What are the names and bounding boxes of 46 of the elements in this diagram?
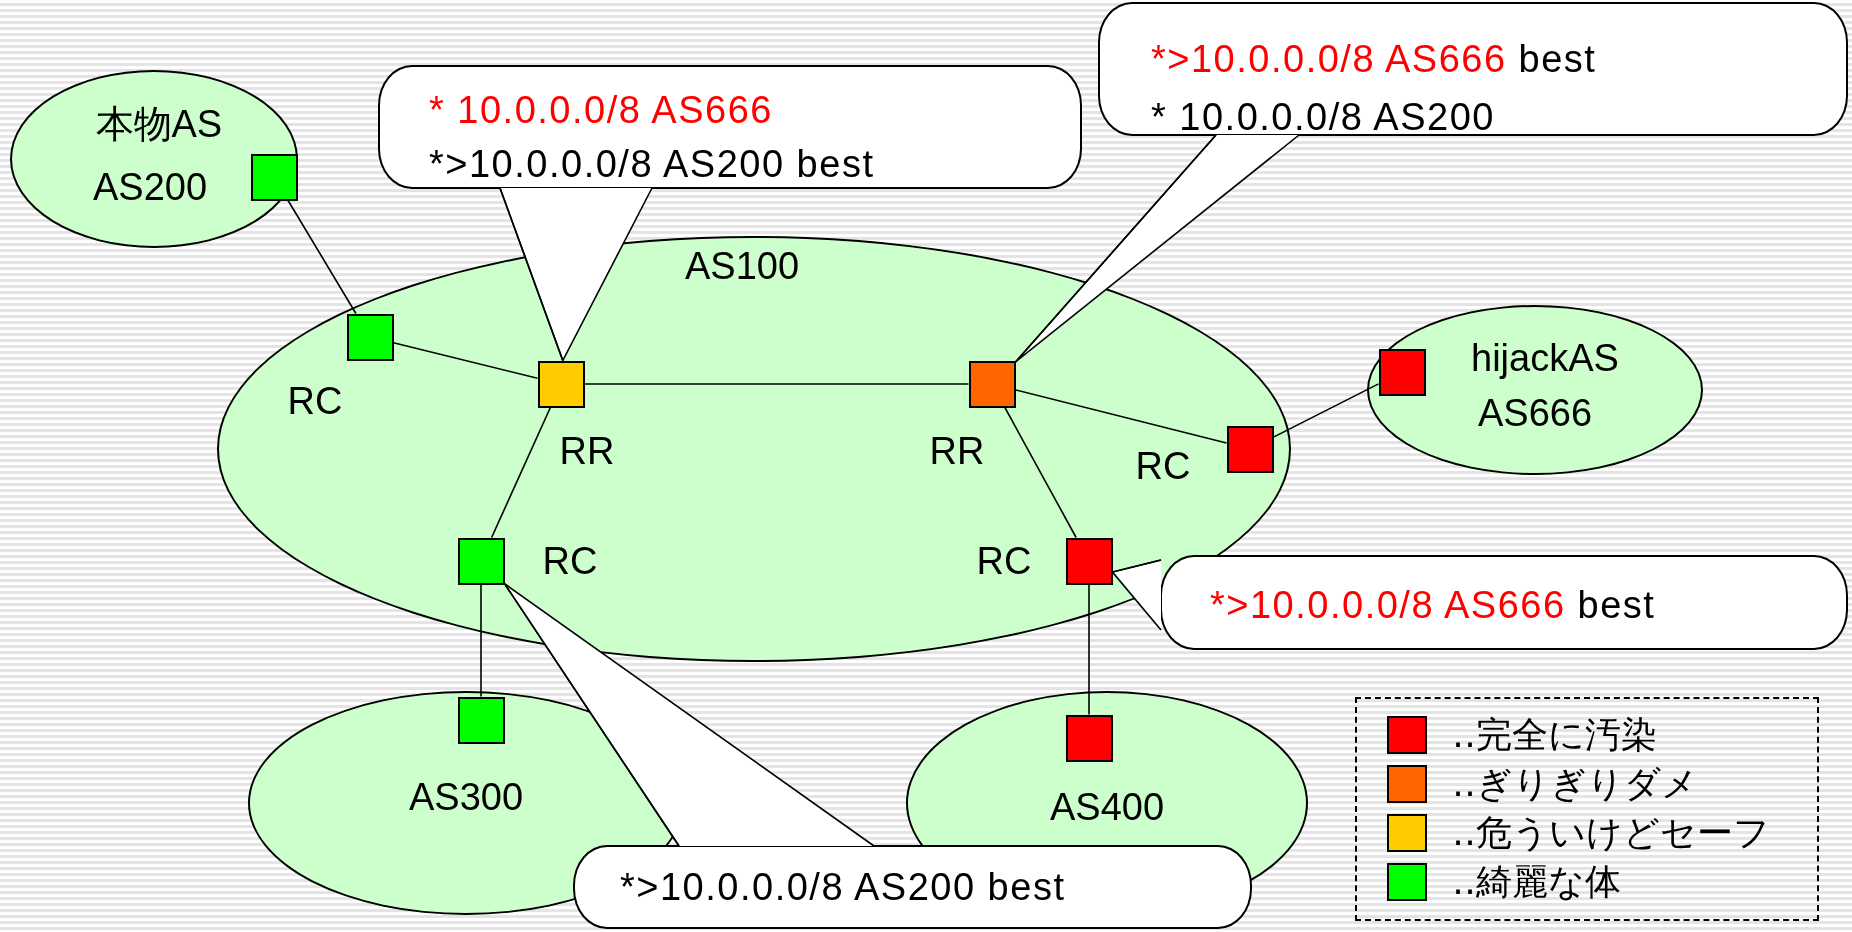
legend-label: ‥危ういけどセーフ: [1452, 815, 1771, 851]
router-square: [457, 696, 505, 744]
router-square: [250, 153, 298, 201]
link-line: [583, 383, 970, 385]
link-line: [1014, 389, 1228, 444]
router-square: [1065, 714, 1113, 762]
router-role-label: RC: [1135, 447, 1191, 485]
route-entry: *>10.0.0.0/8 AS200 best: [620, 868, 1066, 906]
legend-label: ‥ぎりぎりダメ: [1452, 766, 1699, 802]
best-marker: best: [1577, 586, 1656, 624]
route-entry: *>10.0.0.0/8 AS666: [1210, 586, 1566, 624]
network-name: AS100: [685, 247, 800, 285]
router-square: [537, 360, 585, 408]
route-entry: * 10.0.0.0/8 AS200: [1151, 98, 1495, 136]
router-role-label: RC: [976, 542, 1032, 580]
router-square: [346, 313, 394, 361]
route-entry: * 10.0.0.0/8 AS666: [429, 91, 773, 129]
router-square: [968, 360, 1016, 408]
router-role-label: RR: [929, 432, 985, 470]
network-name: AS400: [1050, 788, 1165, 826]
legend-label: ‥完全に汚染: [1452, 717, 1658, 753]
link-line: [1004, 406, 1077, 539]
link-line: [1272, 383, 1380, 438]
route-tooltip: [1098, 2, 1848, 136]
as-number: AS200: [93, 168, 208, 206]
router-square: [1065, 537, 1113, 585]
router-role-label: RC: [542, 542, 598, 580]
route-entry: *>10.0.0.0/8 AS200 best: [429, 145, 875, 183]
link-line: [392, 341, 539, 380]
router-role-label: RR: [559, 432, 615, 470]
legend-label: ‥綺麗な体: [1452, 864, 1622, 900]
as-number: AS666: [1478, 394, 1593, 432]
link-line: [287, 199, 357, 315]
route-tooltip: [573, 845, 1252, 929]
router-square: [1378, 348, 1426, 396]
network-name: 本物AS: [95, 105, 223, 143]
best-marker: best: [1518, 40, 1597, 78]
network-name: hijackAS: [1471, 339, 1619, 377]
link-line: [490, 406, 552, 539]
link-line: [1088, 583, 1090, 716]
network-name: AS300: [409, 778, 524, 816]
router-square: [457, 537, 505, 585]
router-square: [1226, 425, 1274, 473]
link-line: [480, 583, 482, 698]
route-entry: *>10.0.0.0/8 AS666: [1151, 40, 1507, 78]
router-role-label: RC: [287, 382, 343, 420]
